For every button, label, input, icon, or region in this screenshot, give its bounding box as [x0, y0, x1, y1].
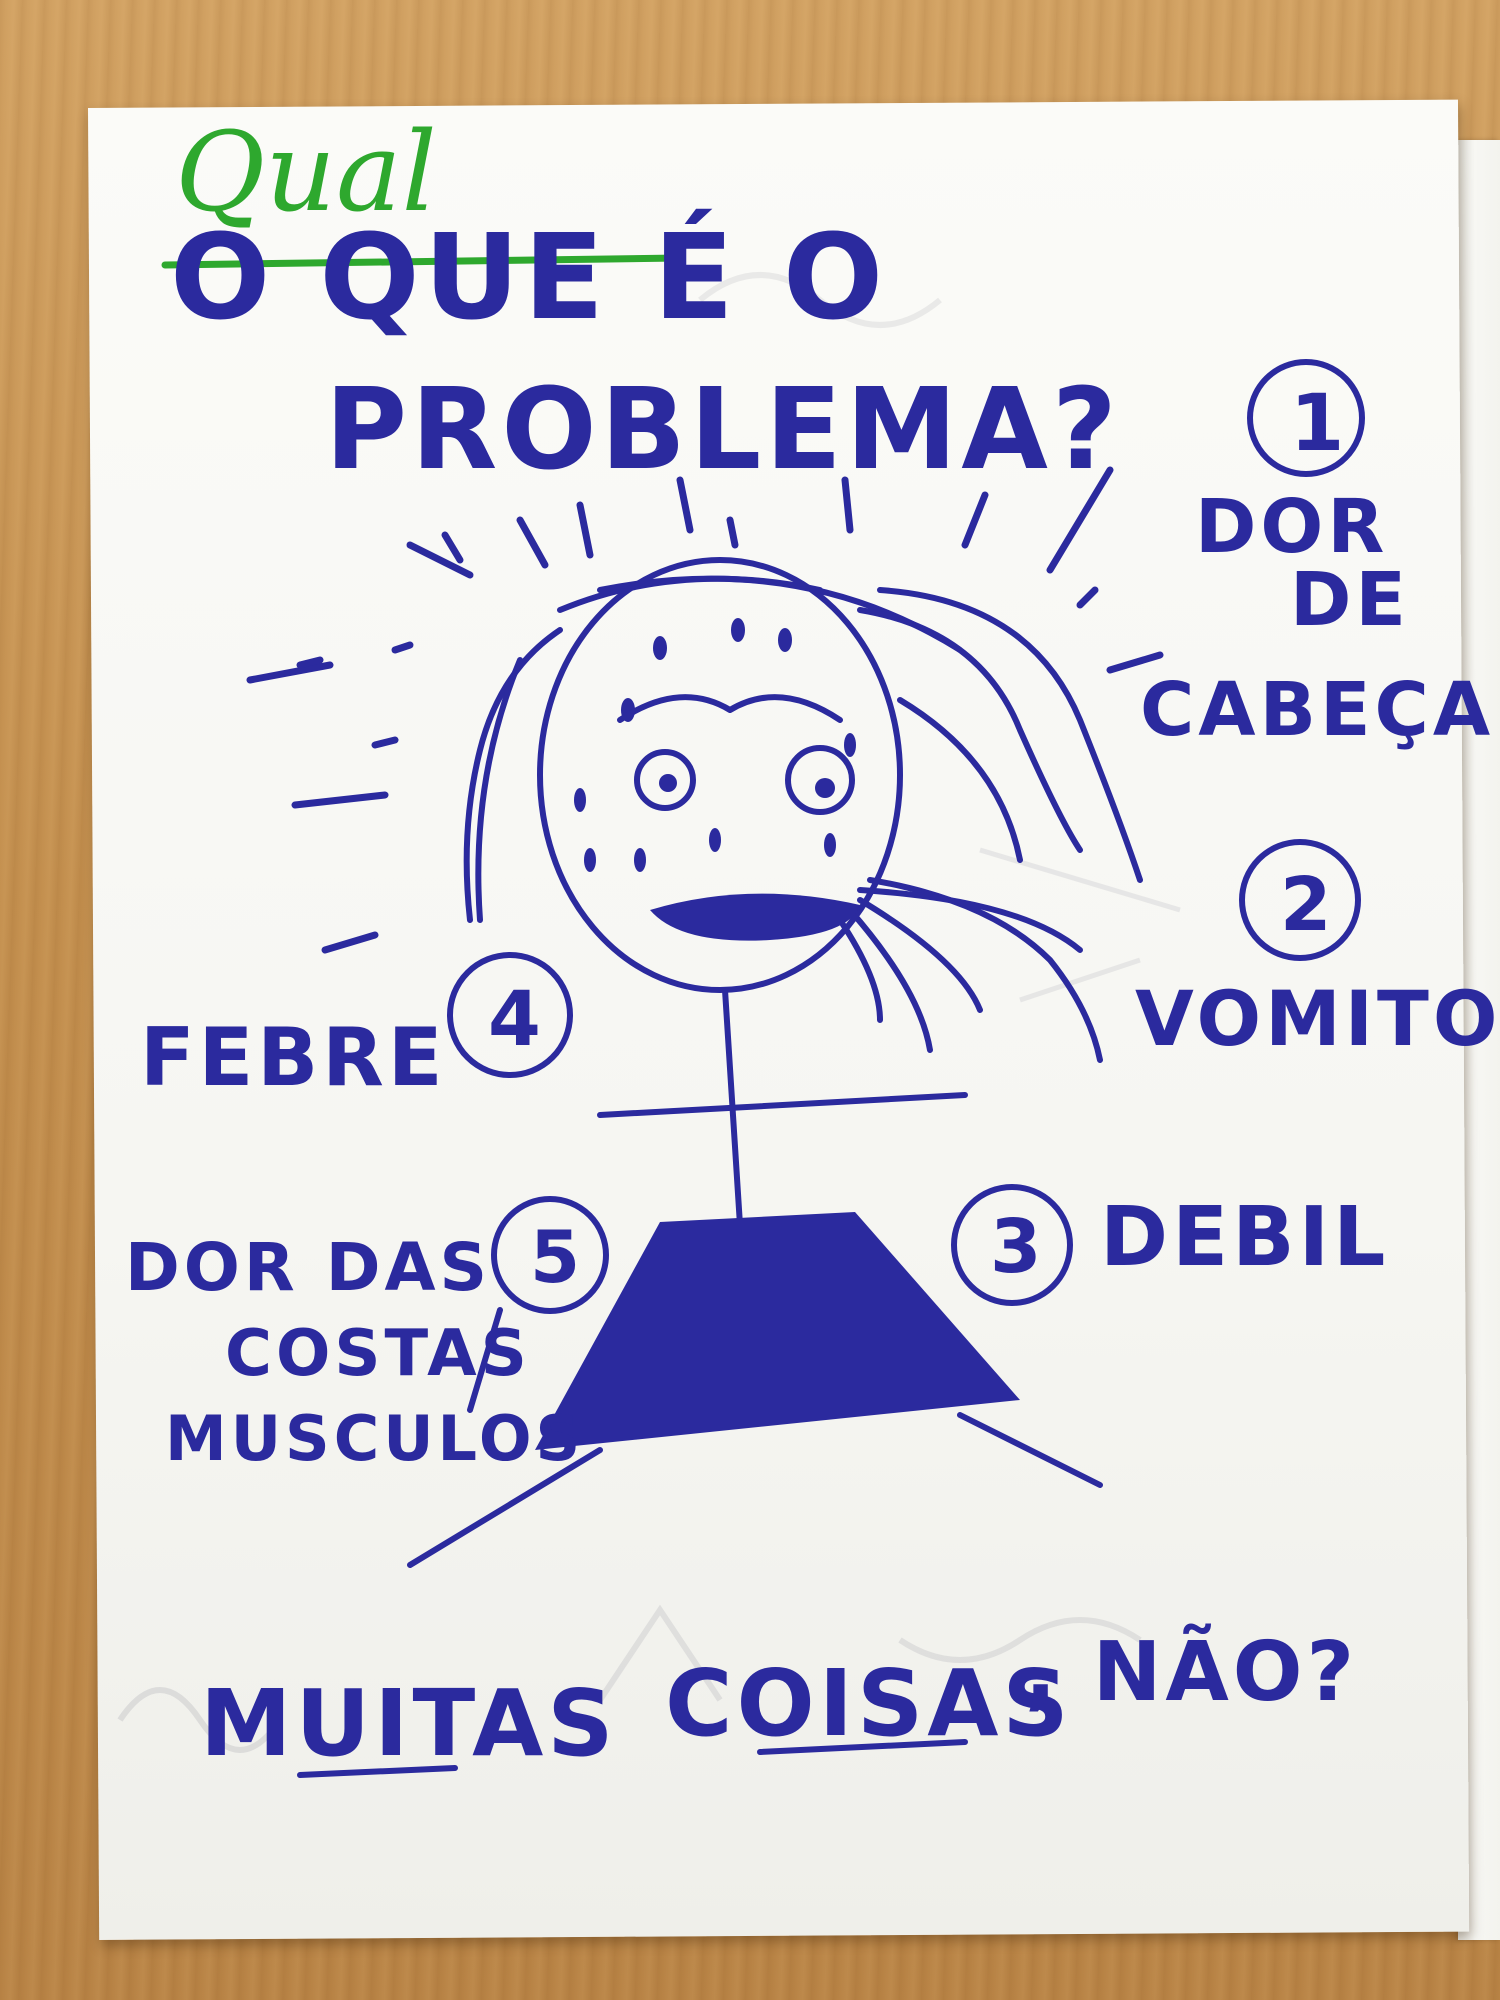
sweat-drops	[574, 618, 856, 872]
footer-word-2: COISAS	[665, 1650, 1073, 1757]
question-line-2: PROBLEMA?	[325, 365, 1121, 495]
symptom-1-line-1: DOR	[1195, 484, 1388, 570]
footer-underlines	[297, 1739, 968, 1778]
symptom-4-label: FEBRE	[140, 1011, 447, 1104]
mouth	[650, 893, 860, 941]
symptom-number-1: 1	[1290, 379, 1348, 469]
symptom-number-5: 5	[530, 1215, 584, 1299]
strike-through-line	[161, 254, 684, 269]
show-through-marks	[117, 272, 1181, 1753]
symptom-5-pointer	[467, 1307, 503, 1413]
left-pupil	[659, 774, 677, 792]
footer-word-1: MUITAS	[200, 1670, 618, 1777]
right-pupil	[815, 778, 835, 798]
symptom-1-line-2: DE	[1290, 557, 1410, 643]
correction-word: Qual	[175, 108, 437, 236]
symptom-5-line-1: DOR DAS	[125, 1229, 491, 1306]
symptom-number-2: 2	[1280, 862, 1336, 948]
number-circles	[447, 359, 1365, 1314]
symptom-number-4: 4	[488, 974, 545, 1063]
footer-word-3: , NÃO?	[1025, 1623, 1358, 1720]
symptom-5-line-3: MUSCULOS	[165, 1402, 584, 1475]
question-line-1: O QUE É O	[170, 208, 887, 346]
legs	[407, 1412, 1103, 1568]
skirt	[535, 1212, 1020, 1450]
symptom-2-label: VOMITO	[1135, 974, 1500, 1063]
symptom-number-3: 3	[990, 1204, 1046, 1290]
symptom-1-line-3: CABEÇA	[1140, 667, 1494, 753]
symptom-3-label: DEBIL	[1100, 1190, 1389, 1285]
stick-body	[597, 987, 968, 1228]
face-outline	[537, 557, 903, 993]
hair	[463, 575, 1143, 1063]
eyes	[617, 694, 855, 815]
stress-lines	[246, 466, 1164, 954]
